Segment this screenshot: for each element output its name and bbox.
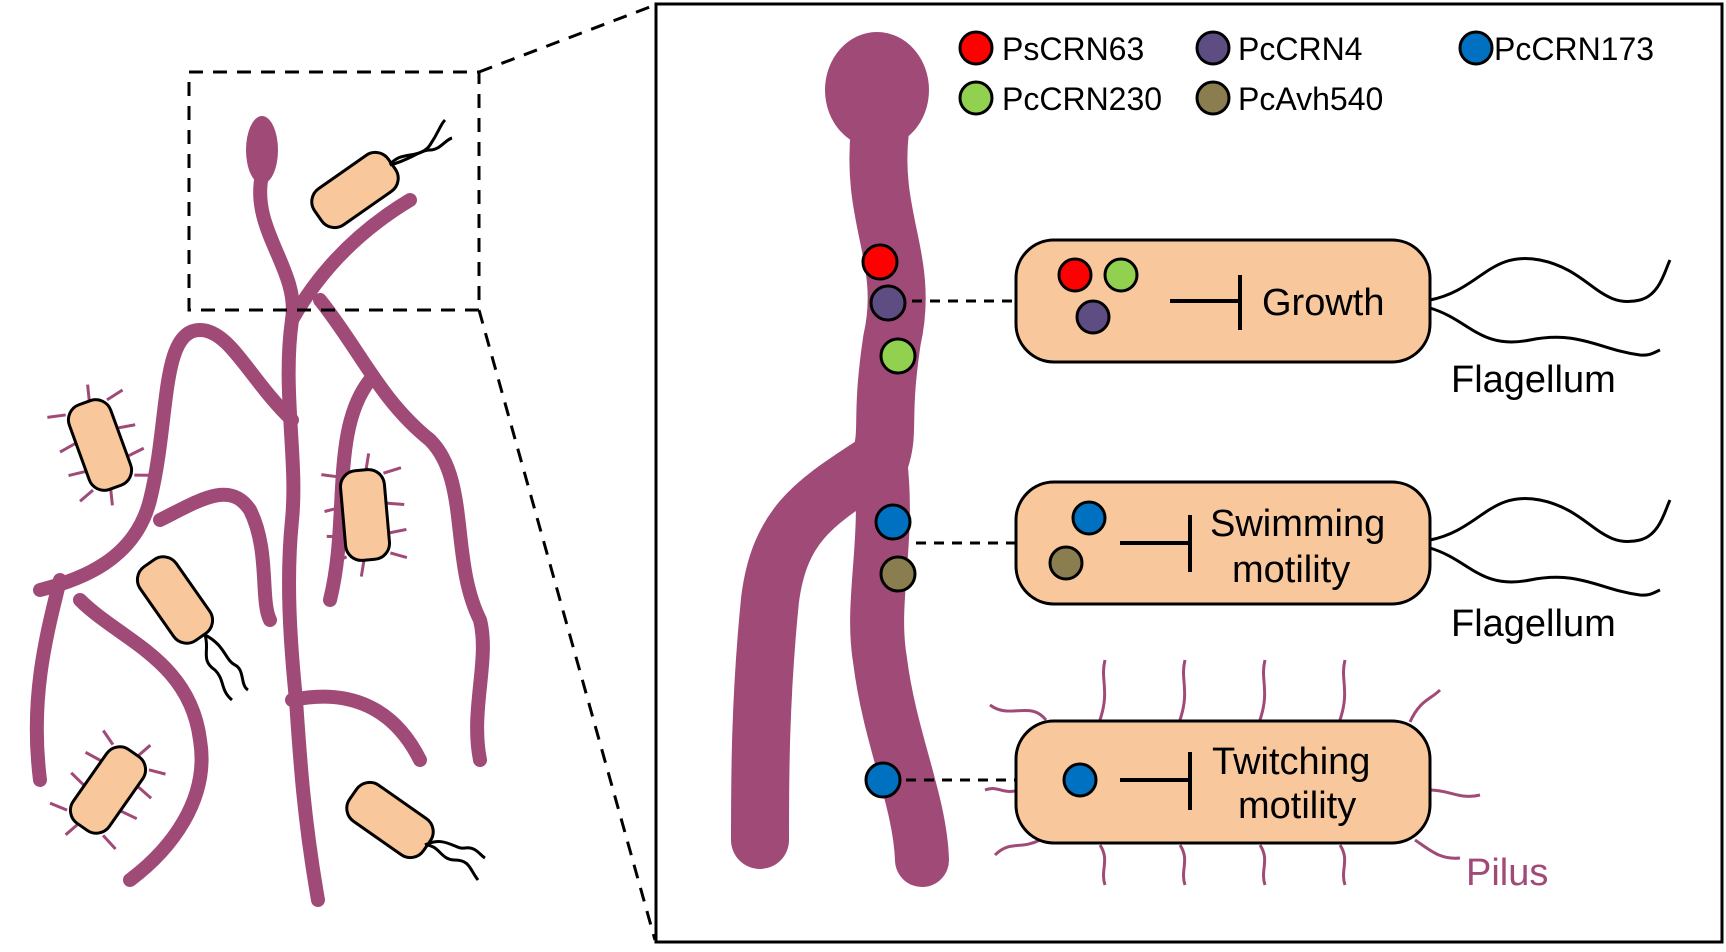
hypha-effector-pscrn63 [861,243,899,281]
hypha-lower-left [29,573,67,787]
hypha-mid-left [153,487,277,627]
swimming-flagellum-lower [1429,546,1661,597]
growth-flagellum-lower [1429,306,1661,357]
overview-flagellum-2a [203,634,234,702]
legend-label-pccrn4: PcCRN4 [1238,31,1362,67]
overview-hyphae [29,168,490,907]
legend-item-pccrn4: PcCRN4 [1195,30,1362,67]
legend-item-pccrn230: PcCRN230 [958,80,1162,117]
growth-effector-red [1057,257,1093,293]
legend-label-pccrn230: PcCRN230 [1002,81,1162,117]
legend-item-pccrn173: PcCRN173 [1458,30,1654,67]
swimming-label-line1: Swimming [1210,503,1385,545]
overview-flagellum-1b [389,136,453,167]
zoom-connector-bottom [477,309,657,941]
growth-appendage-label: Flagellum [1451,359,1616,401]
swimming-flagellum-upper [1429,496,1672,544]
bacterium-swimming: Swimming motility [1014,480,1672,606]
overview-bacterium-piliated-3 [49,729,166,850]
hypha-effector-pccrn173-a [874,503,912,541]
legend-label-pscrn63: PsCRN63 [1002,31,1144,67]
hypha-left-loop [33,323,299,597]
twitching-label-line1: Twitching [1212,741,1370,783]
hypha-effector-pccrn173-b [864,761,902,799]
legend: PsCRN63 PcCRN4 PcCRN173 PcCRN230 PcAvh54… [958,30,1654,117]
swimming-effector-olive [1048,545,1084,581]
legend-item-pcavh540: PcAvh540 [1195,80,1383,117]
overview-bacterium-piliated-1 [47,384,152,506]
growth-effector-purple [1075,299,1111,335]
overview-bacterium-flagellated-2 [135,555,215,645]
growth-inhibition-symbol [1170,275,1242,330]
bacterium-twitching: Twitching motility [984,659,1481,886]
twitching-appendage-label: Pilus [1466,852,1548,894]
hypha-effector-pccrn4 [869,284,907,322]
zoom-connector-top [478,3,656,74]
swimming-label-line2: motility [1232,549,1350,591]
growth-effector-green [1103,257,1139,293]
overview-flagellum-1a [388,118,447,166]
swimming-appendage-label: Flagellum [1451,603,1616,645]
legend-label-pcavh540: PcAvh540 [1238,81,1383,117]
growth-label: Growth [1262,282,1384,324]
hypha-main-stem [253,168,325,907]
overview-hypha-tip [246,116,278,184]
hypha-upper-right [285,193,417,327]
overview-flagellum-3b [424,840,486,860]
swimming-effector-blue [1071,500,1107,536]
twitching-effector-blue [1062,762,1098,798]
overview-flagellum-2b [204,633,250,692]
zoom-selection-box [187,70,481,312]
hypha-effector-pccrn230 [879,337,917,375]
growth-flagellum-upper [1429,256,1672,304]
overview-bacterium-piliated-2 [321,453,408,577]
hypha-lower-right [285,689,427,767]
twitching-pili [984,659,1481,886]
overview-flagellum-3a [424,843,480,881]
hypha-effector-pcavh540 [879,555,917,593]
bacterium-growth: Growth [1014,238,1672,364]
twitching-label-line2: motility [1238,785,1356,827]
hypha-bottom-left [73,593,209,887]
twitching-inhibition-symbol [1120,752,1192,810]
swimming-inhibition-symbol [1120,515,1192,572]
legend-item-pscrn63: PsCRN63 [958,30,1144,67]
overview-bacterium-flagellated-3 [345,780,435,860]
legend-label-pccrn173: PcCRN173 [1494,31,1654,67]
